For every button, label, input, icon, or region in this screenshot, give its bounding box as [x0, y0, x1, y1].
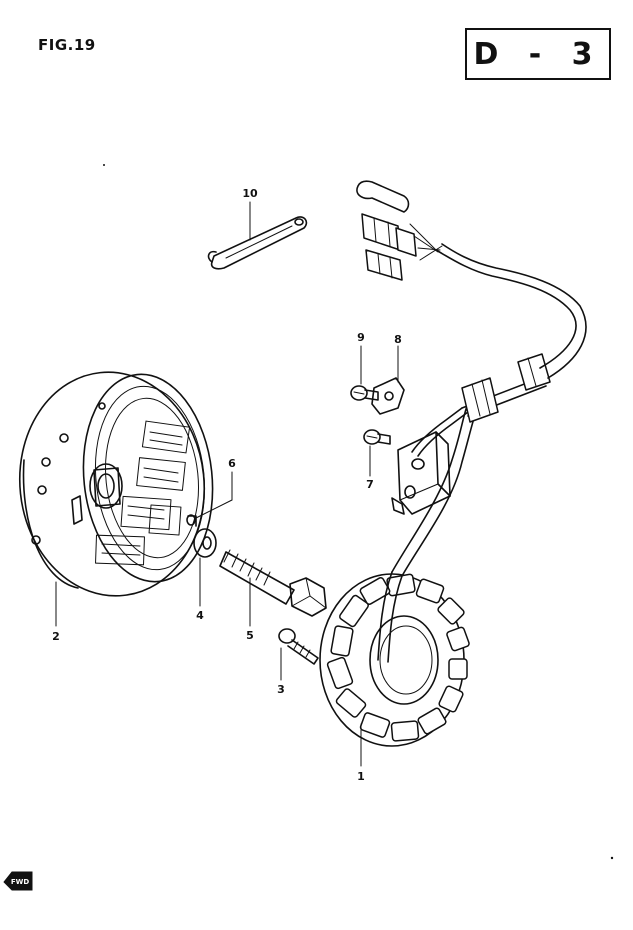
wire-clamp-part-10 — [207, 216, 308, 270]
callout-9: 9 — [357, 331, 365, 344]
callout-6: 6 — [228, 457, 236, 470]
callout-leaders — [55, 201, 399, 767]
speck-marks — [103, 164, 614, 860]
section-code-box: D - 3 — [465, 28, 611, 80]
key-part-6 — [186, 514, 197, 527]
screw-part-9 — [350, 385, 379, 401]
section-code: D - 3 — [473, 36, 603, 72]
washer-part-4 — [193, 528, 217, 558]
forward-direction-arrow: FWD — [3, 871, 33, 891]
clamp-plate-part-8 — [371, 377, 405, 415]
callout-3: 3 — [277, 683, 285, 696]
stator-screw-part-3 — [278, 628, 319, 665]
callout-2: 2 — [52, 630, 60, 643]
callout-7: 7 — [366, 478, 374, 491]
wire-harness — [356, 180, 587, 423]
callout-1: 1 — [357, 770, 365, 783]
forward-label: FWD — [11, 878, 30, 886]
callout-labels: 10 9 8 7 6 4 2 5 3 1 — [52, 187, 402, 783]
callout-10: 10 — [242, 187, 258, 200]
callout-8: 8 — [394, 333, 402, 346]
pickup-coil — [391, 407, 469, 515]
figure-title: FIG.19 — [38, 36, 96, 54]
screw-part-7 — [363, 429, 391, 445]
flywheel-rotor-part-2 — [18, 371, 214, 597]
callout-5: 5 — [246, 629, 254, 642]
callout-4: 4 — [196, 609, 204, 622]
stator-coil-part-1 — [319, 397, 481, 747]
rotor-bolt-part-5 — [219, 549, 327, 617]
